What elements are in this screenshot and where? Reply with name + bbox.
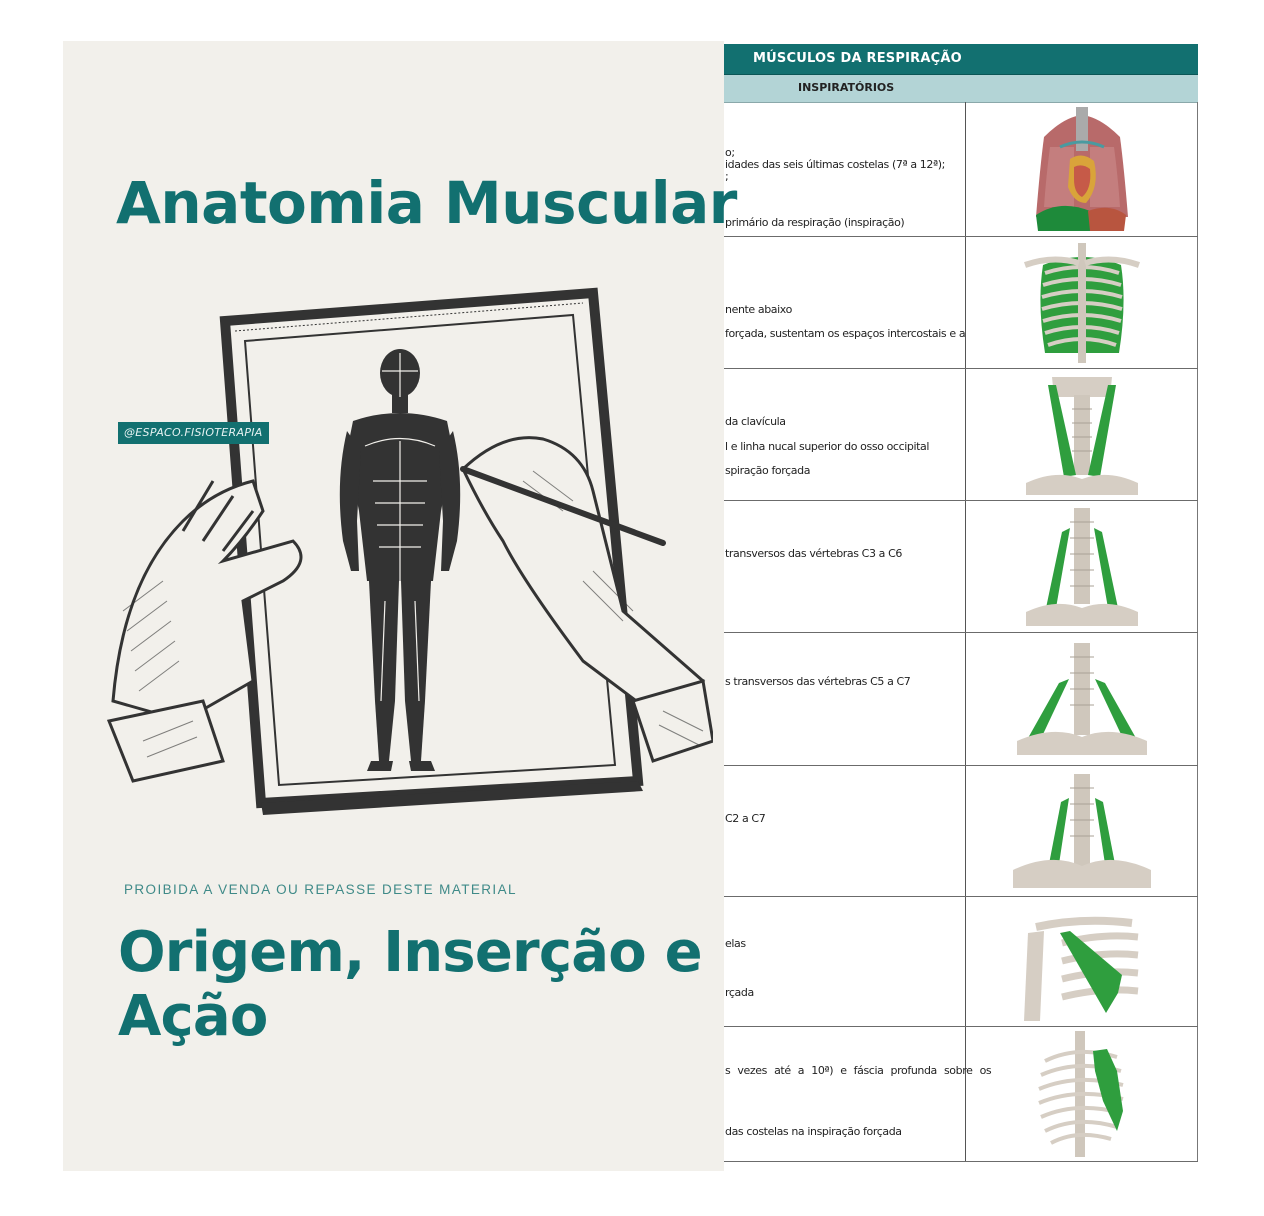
table-header-title: MÚSCULOS DA RESPIRAÇÃO (753, 51, 962, 66)
scalene-middle-neck-icon (1016, 643, 1147, 755)
description-line: elas (725, 937, 746, 950)
table-subheader-label: INSPIRATÓRIOS (798, 81, 895, 94)
table-row: nente abaixo forçada, sustentam os espaç… (600, 237, 1198, 369)
image-cell (966, 766, 1198, 896)
table-row: C2 a C7 (600, 766, 1198, 897)
description-line: primário da respiração (inspiração) (725, 216, 905, 229)
table-row: o; idades das seis últimas costelas (7ª … (600, 102, 1198, 237)
description-cell: da clavícula l e linha nucal superior do… (600, 369, 966, 500)
hands-drawing-muscle-figure-icon (106, 287, 713, 815)
image-cell (966, 633, 1198, 765)
table-row: s vezes até a 10ª) e fáscia profunda sob… (600, 1027, 1198, 1162)
table-row: da clavícula l e linha nucal superior do… (600, 369, 1198, 501)
description-line: da clavícula (725, 415, 786, 428)
description-line: das costelas na inspiração forçada (725, 1125, 902, 1138)
image-cell (966, 897, 1198, 1026)
description-cell: transversos das vértebras C3 a C6 (600, 501, 966, 632)
description-line: s vezes até a 10ª) e fáscia profunda sob… (725, 1064, 992, 1077)
scalene-anterior-neck-icon (1025, 507, 1138, 626)
description-line: idades das seis últimas costelas (7ª a 1… (725, 158, 945, 171)
description-cell: s vezes até a 10ª) e fáscia profunda sob… (600, 1027, 992, 1161)
diaphragm-thorax-icon (1035, 107, 1128, 231)
cover-subtitle: Origem, Inserção e Ação (118, 920, 703, 1049)
intercostal-ribcage-icon (1023, 242, 1140, 363)
description-line: forçada, sustentam os espaços intercosta… (725, 327, 966, 340)
image-cell (966, 501, 1198, 632)
description-line: transversos das vértebras C3 a C6 (725, 547, 902, 560)
description-line: ; (725, 170, 729, 183)
pectoralis-minor-shoulder-icon (1023, 916, 1138, 1021)
social-handle-badge: @ESPACO.FISIOTERAPIA (118, 422, 269, 444)
image-cell (966, 1027, 1198, 1161)
description-line: rçada (725, 986, 754, 999)
description-line: l e linha nucal superior do osso occipit… (725, 440, 930, 453)
copyright-disclaimer: PROIBIDA A VENDA OU REPASSE DESTE MATERI… (124, 882, 517, 897)
description-cell: s transversos das vértebras C5 a C7 (600, 633, 966, 765)
description-line: s transversos das vértebras C5 a C7 (725, 675, 911, 688)
image-cell (966, 369, 1198, 500)
image-cell (966, 102, 1198, 236)
description-line: spiração forçada (725, 464, 811, 477)
cover-title: Anatomia Muscular (116, 169, 737, 237)
description-cell: elas rçada (600, 897, 966, 1026)
description-line: C2 a C7 (725, 812, 766, 825)
scalene-posterior-neck-icon (1012, 774, 1151, 888)
description-line: o; (725, 146, 735, 159)
serratus-anterior-ribcage-icon (1037, 1031, 1124, 1157)
description-cell: C2 a C7 (600, 766, 966, 896)
table-row: transversos das vértebras C3 a C6 (600, 501, 1198, 633)
description-cell: o; idades das seis últimas costelas (7ª … (600, 102, 966, 236)
table-row: s transversos das vértebras C5 a C7 (600, 633, 1198, 766)
sternocleidomastoid-neck-icon (1025, 376, 1138, 495)
ebook-cover: Anatomia Muscular (63, 41, 737, 1171)
description-line: nente abaixo (725, 303, 792, 316)
image-cell (966, 237, 1198, 368)
table-row: elas rçada (600, 897, 1198, 1027)
description-cell: nente abaixo forçada, sustentam os espaç… (600, 237, 966, 368)
